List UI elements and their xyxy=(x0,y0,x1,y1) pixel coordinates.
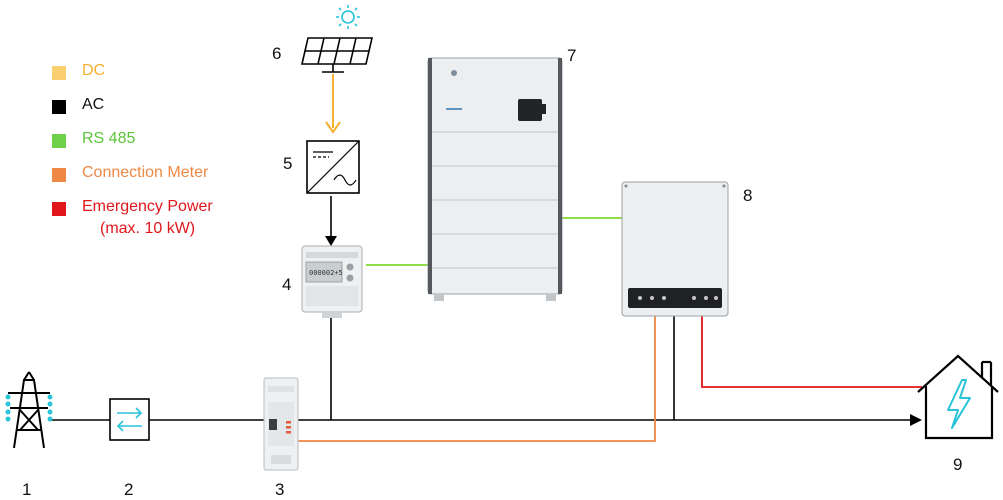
label-8: 8 xyxy=(743,186,753,205)
battery-stack-device xyxy=(427,57,563,301)
label-6: 6 xyxy=(272,44,282,63)
legend-swatch xyxy=(52,134,66,148)
label-9: 9 xyxy=(953,455,963,474)
label-7: 7 xyxy=(567,46,577,65)
legend-swatch xyxy=(52,100,66,114)
energy-meter-device xyxy=(301,245,363,318)
legend-label: Connection Meter xyxy=(82,164,209,181)
label-2: 2 xyxy=(124,480,134,499)
label-1: 1 xyxy=(22,480,32,499)
legend-sublabel: (max. 10 kW) xyxy=(100,220,196,237)
legend-label: AC xyxy=(82,96,105,113)
bidirectional-converter-icon xyxy=(109,398,150,441)
meter-display-readout: 000002+5 xyxy=(309,269,343,277)
hybrid-inverter-device xyxy=(621,181,729,317)
solar-panel-icon xyxy=(300,37,374,73)
legend-swatch xyxy=(52,66,66,80)
din-rail-meter-device xyxy=(263,377,299,471)
lightning-bolt-icon xyxy=(947,379,971,429)
legend-label: Emergency Power xyxy=(82,198,213,215)
label-4: 4 xyxy=(282,275,292,294)
dc-arrow xyxy=(325,121,341,134)
legend-label: DC xyxy=(82,62,106,79)
dc-ac-converter-icon xyxy=(306,140,360,194)
ac-arrow-head xyxy=(910,414,922,426)
emergency-power-line xyxy=(701,316,922,388)
legend-label: RS 485 xyxy=(82,130,136,147)
ac-converter-arrow xyxy=(325,236,337,246)
grid-tower-icon xyxy=(8,371,50,449)
label-3: 3 xyxy=(275,480,285,499)
legend-swatch xyxy=(52,202,66,216)
label-5: 5 xyxy=(283,154,293,173)
connection-meter-line xyxy=(298,316,656,442)
house-icon xyxy=(917,354,999,440)
legend-swatch xyxy=(52,168,66,182)
grid-tower-insulators xyxy=(5,394,53,422)
sun-icon xyxy=(336,5,360,29)
